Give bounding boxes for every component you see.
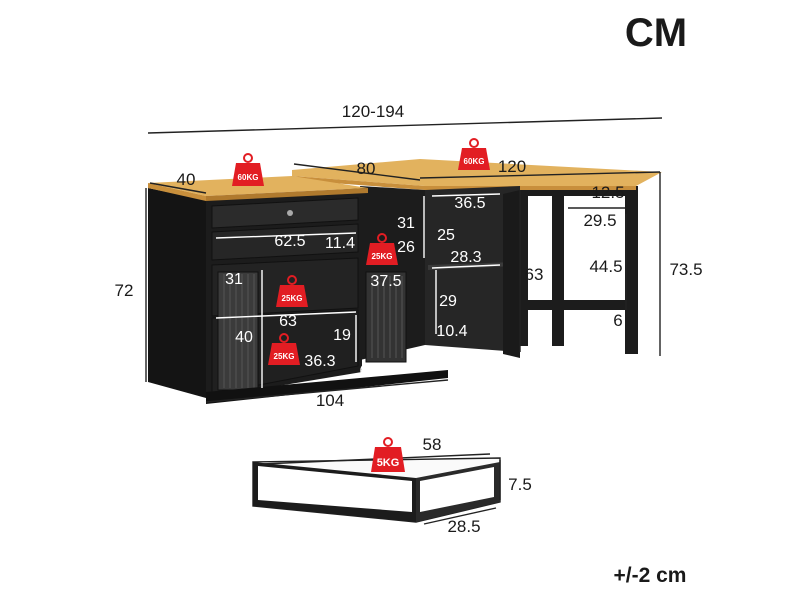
label-total-width: 120-194 bbox=[342, 102, 404, 121]
weight-icon bbox=[366, 243, 398, 265]
label-drawer-inner-height: 11.4 bbox=[325, 235, 355, 252]
cabinet-top-edge-side bbox=[148, 183, 206, 201]
main-cabinet bbox=[148, 176, 448, 404]
door-cabinet-interior bbox=[425, 186, 520, 352]
desk-apron bbox=[528, 188, 628, 196]
weight-badge-cabinet-top: 60KG bbox=[232, 153, 264, 186]
weight-label-middle-shelf: 25KG bbox=[282, 294, 303, 303]
weight-label-side-shelf: 25KG bbox=[372, 252, 393, 261]
label-desk-depth: 80 bbox=[357, 159, 376, 178]
label-lower-height: 40 bbox=[235, 329, 253, 346]
weight-icon bbox=[276, 285, 308, 307]
label-drawer-depth: 28.5 bbox=[447, 517, 480, 536]
label-drawer-inner-width: 62.5 bbox=[274, 233, 305, 250]
dim-line-drawer-inner bbox=[215, 232, 357, 239]
weight-icon bbox=[371, 447, 405, 472]
dim-line-desk-depth bbox=[293, 163, 421, 181]
dim-line-cabinet-width bbox=[205, 379, 449, 403]
desk-leg-mid bbox=[552, 188, 564, 346]
label-door-cab-lower: 29 bbox=[439, 293, 457, 310]
weight-badge-drawer: 5KG bbox=[371, 437, 405, 472]
unit-label: CM bbox=[625, 11, 687, 55]
label-leg-inner-width: 29.5 bbox=[583, 211, 616, 230]
door-glass-panel bbox=[365, 271, 407, 363]
desk-top-edge bbox=[292, 176, 636, 190]
cabinet-top-edge-front bbox=[206, 188, 368, 201]
open-drawer-compartment bbox=[211, 223, 359, 261]
label-side-open-height: 19 bbox=[333, 327, 351, 344]
cabinet-side-panel bbox=[148, 188, 206, 398]
label-desk-width: 120 bbox=[498, 157, 526, 176]
label-shelf-depth: 31 bbox=[225, 271, 243, 288]
label-cabinet-height: 72 bbox=[115, 281, 134, 300]
dim-line-door-cab-shelf bbox=[431, 264, 501, 269]
dim-line-door-cab-depth bbox=[431, 193, 501, 197]
weight-badge-desk-top: 60KG bbox=[458, 138, 490, 170]
weight-label-drawer: 5KG bbox=[377, 457, 400, 469]
label-plinth: 6 bbox=[360, 363, 369, 380]
drawer-side-inset bbox=[420, 467, 494, 512]
weight-label-desk-top: 60KG bbox=[464, 157, 485, 166]
label-leg-upper-gap: 12.5 bbox=[591, 183, 624, 202]
label-shelf-width: 63 bbox=[279, 313, 297, 330]
cabinet-glass-door bbox=[217, 271, 259, 391]
dim-line-total-width bbox=[147, 117, 663, 134]
drawer-front-inset bbox=[258, 466, 412, 512]
label-side-upper-height: 31 bbox=[397, 215, 415, 232]
weight-icon bbox=[232, 163, 264, 186]
weight-icon bbox=[268, 343, 300, 365]
door-cabinet-door bbox=[503, 190, 520, 358]
weight-badge-middle-shelf: 25KG bbox=[276, 275, 308, 307]
desk-leg-front-right bbox=[625, 186, 638, 354]
tolerance-label: +/-2 cm bbox=[614, 564, 687, 587]
desk-section bbox=[292, 159, 662, 354]
label-door-cab-depth: 36.5 bbox=[454, 195, 485, 212]
label-cabinet-depth: 40 bbox=[177, 170, 196, 189]
label-lower-depth: 36.3 bbox=[304, 353, 335, 370]
label-leg-foot: 6 bbox=[613, 311, 622, 330]
dim-line-desk-width bbox=[419, 171, 661, 179]
label-door-cab-shelf: 28.3 bbox=[450, 249, 481, 266]
dimension-labels: 120-194 40 80 120 72 73.5 104 62.5 11.4 … bbox=[115, 102, 703, 536]
weight-label-cabinet-top: 60KG bbox=[238, 173, 259, 182]
label-desk-height: 73.5 bbox=[669, 260, 702, 279]
top-drawer-front bbox=[211, 197, 359, 229]
label-door-cab-upper: 25 bbox=[437, 227, 455, 244]
cabinet-plinth bbox=[206, 370, 448, 404]
weight-icon bbox=[458, 148, 490, 170]
desk-top-surface bbox=[292, 159, 662, 186]
weight-badge-side-shelf: 25KG bbox=[366, 233, 398, 265]
dim-line-shelf-width bbox=[215, 311, 357, 319]
weight-badge-bottom-shelf: 25KG bbox=[268, 333, 300, 365]
label-drawer-width: 58 bbox=[423, 435, 442, 454]
weight-label-bottom-shelf: 25KG bbox=[274, 352, 295, 361]
label-leg-clearance: 44.5 bbox=[589, 257, 622, 276]
label-drawer-height: 7.5 bbox=[508, 475, 532, 494]
drawer-knob bbox=[287, 210, 293, 216]
dim-line-drawer-depth bbox=[423, 507, 497, 525]
dim-line-cabinet-depth bbox=[149, 182, 207, 194]
label-door-cab-bottom: 10.4 bbox=[436, 323, 467, 340]
label-side-shelf-height: 26 bbox=[397, 239, 415, 256]
label-door-cab-height: 63 bbox=[525, 265, 544, 284]
desk-foot-rail bbox=[516, 300, 638, 310]
label-cabinet-width: 104 bbox=[316, 391, 344, 410]
drawer-detail bbox=[252, 457, 501, 523]
label-side-shelf-width: 37.5 bbox=[370, 273, 401, 290]
